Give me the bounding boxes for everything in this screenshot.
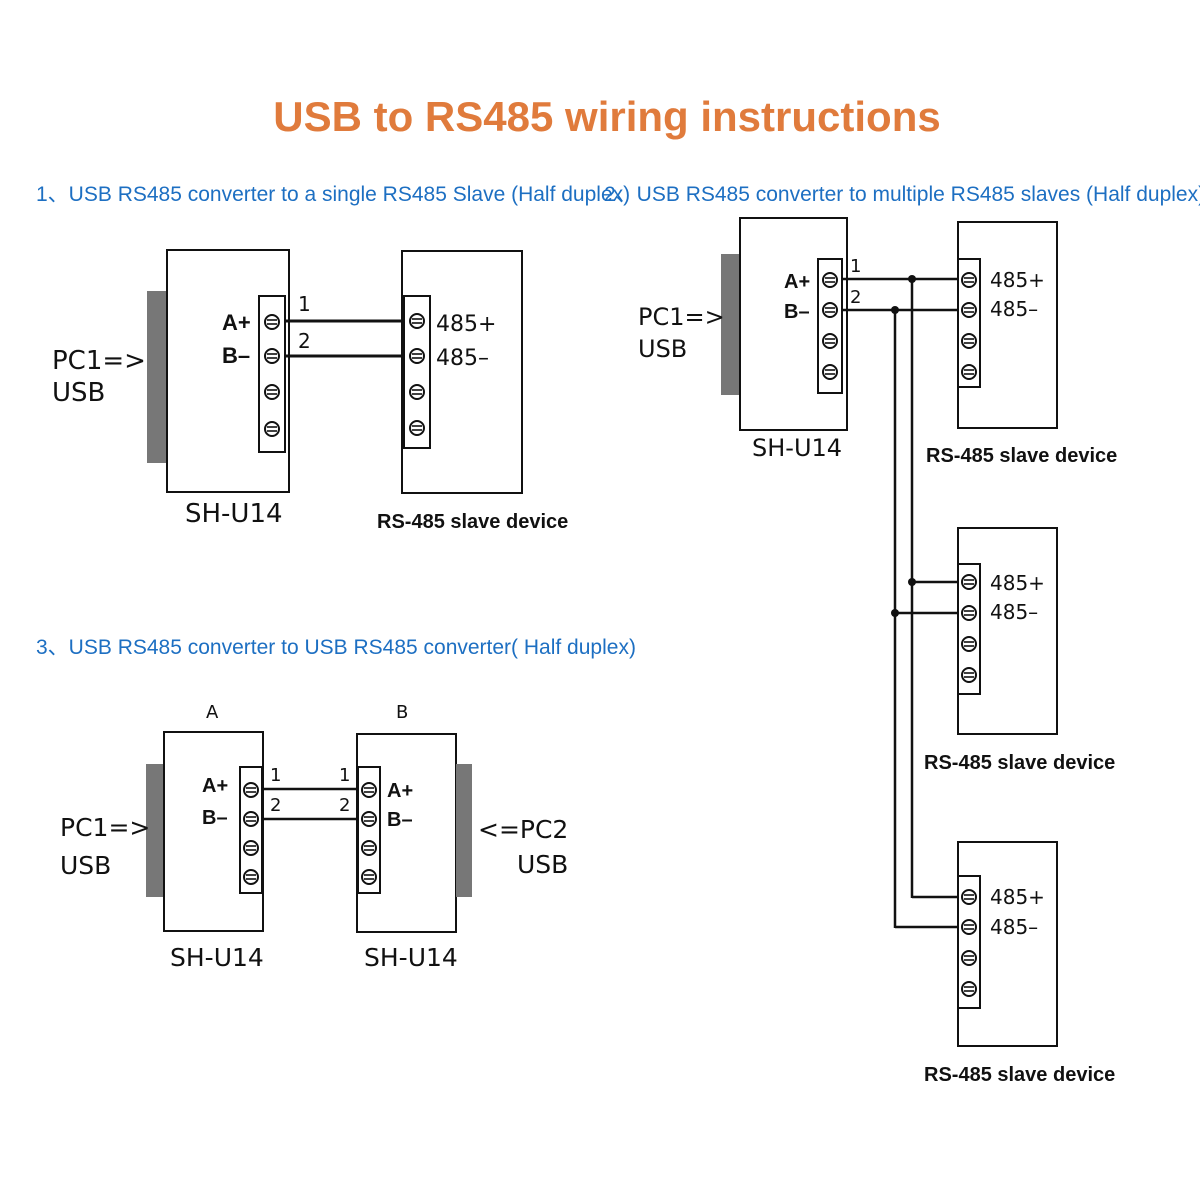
- p485-label: 485+: [990, 268, 1045, 292]
- a-plus-label: A+: [784, 271, 810, 293]
- section-2-diagram: A+ B– PC1=> USB SH-U14 1 2 485+ 485– RS-…: [638, 217, 1117, 1086]
- slave-terminal-block: [957, 875, 981, 1009]
- b-minus-label: B–: [202, 807, 228, 829]
- wire-1-label: 1: [339, 765, 350, 786]
- slave-label: RS-485 slave device: [926, 445, 1117, 467]
- m485-label: 485–: [436, 346, 489, 371]
- a-plus-label: A+: [387, 780, 413, 802]
- m485-label: 485–: [990, 297, 1038, 321]
- p485-label: 485+: [990, 571, 1045, 595]
- wire-1-label: 1: [298, 292, 311, 316]
- wire-2-label: 2: [339, 795, 350, 816]
- pc1-label: PC1=>: [638, 303, 725, 331]
- model-label: SH-U14: [752, 434, 842, 462]
- section-1-heading: 1、USB RS485 converter to a single RS485 …: [36, 183, 630, 206]
- b-minus-label: B–: [222, 343, 250, 368]
- a-plus-label: A+: [202, 775, 228, 797]
- pc2-label: <=PC2: [478, 815, 568, 844]
- usb-plug: [147, 291, 168, 463]
- usb-plug: [456, 764, 472, 897]
- b-minus-label: B–: [387, 809, 413, 831]
- junction-dot: [891, 306, 899, 314]
- usb-label: USB: [52, 378, 105, 408]
- wire-1-label: 1: [850, 256, 861, 277]
- section-3-diagram: A A+ B– PC1=> USB SH-U14 B A+ B– <=PC2 U…: [60, 702, 568, 972]
- usb-label: USB: [638, 335, 687, 363]
- usb-label: USB: [517, 850, 568, 879]
- usb-label: USB: [60, 851, 111, 880]
- wire-2-label: 2: [850, 287, 861, 308]
- junction-dot: [908, 275, 916, 283]
- wire-2-label: 2: [298, 329, 311, 353]
- p485-label: 485+: [436, 312, 496, 337]
- terminal-block: [239, 766, 263, 894]
- slave-terminal-block: [957, 563, 981, 695]
- unit-b-label: B: [396, 702, 408, 723]
- slave-label: RS-485 slave device: [924, 1064, 1115, 1086]
- section-3-heading: 3、USB RS485 converter to USB RS485 conve…: [36, 636, 636, 659]
- slave-label: RS-485 slave device: [924, 752, 1115, 774]
- wire-1-label: 1: [270, 765, 281, 786]
- m485-label: 485–: [990, 600, 1038, 624]
- pc1-label: PC1=>: [52, 346, 146, 376]
- p485-label: 485+: [990, 885, 1045, 909]
- terminal-block: [357, 766, 381, 894]
- a-plus-label: A+: [222, 310, 251, 335]
- model-label: SH-U14: [364, 943, 458, 972]
- wire-2-label: 2: [270, 795, 281, 816]
- unit-a-label: A: [206, 702, 219, 723]
- b-minus-label: B–: [784, 301, 810, 323]
- page-title: USB to RS485 wiring instructions: [273, 93, 940, 140]
- pc1-label: PC1=>: [60, 813, 150, 842]
- usb-plug: [146, 764, 165, 897]
- m485-label: 485–: [990, 915, 1038, 939]
- model-label: SH-U14: [185, 499, 283, 529]
- usb-plug: [721, 254, 741, 395]
- slave-label: RS-485 slave device: [377, 511, 568, 533]
- model-label: SH-U14: [170, 943, 264, 972]
- slave-terminal-block: [957, 258, 981, 388]
- section-2-heading: 2、USB RS485 converter to multiple RS485 …: [604, 183, 1200, 206]
- section-1-diagram: A+ B– PC1=> USB SH-U14 485+ 485– RS-485 …: [52, 249, 568, 533]
